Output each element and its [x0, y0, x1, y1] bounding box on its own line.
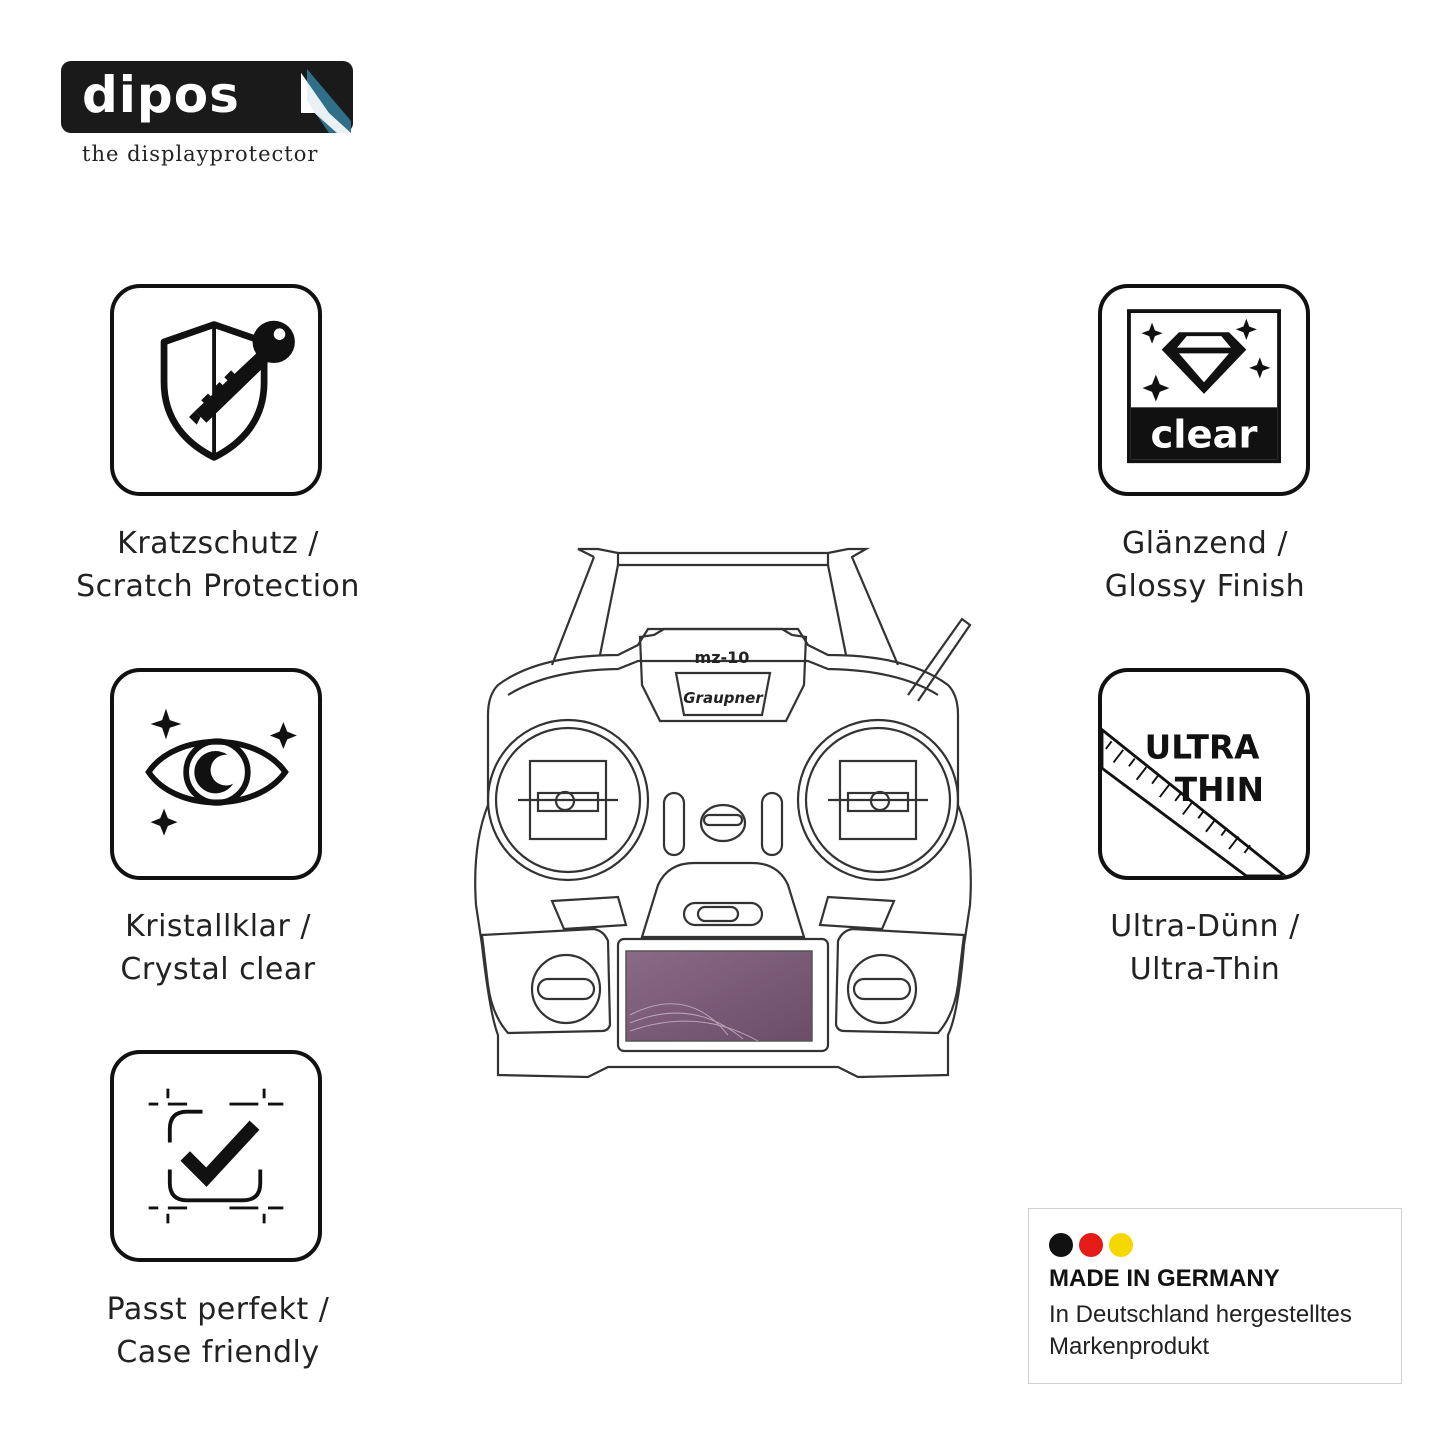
device-maker: Graupner — [683, 689, 764, 707]
thin-badge-text: THIN — [1175, 771, 1264, 809]
germany-title: MADE IN GERMANY — [1049, 1265, 1280, 1292]
feature-label-crystal: Kristallklar / Crystal clear — [120, 909, 316, 987]
ultra-badge-text: ULTRA — [1145, 729, 1260, 767]
flag-dot-gold — [1109, 1233, 1133, 1257]
eye-sparkle-icon — [110, 668, 322, 880]
transmitter-illustration: mz-10 Graupner — [468, 545, 978, 1085]
clear-badge-text: clear — [1150, 413, 1257, 458]
made-in-germany-badge: MADE IN GERMANY In Deutschland hergestel… — [1028, 1208, 1402, 1384]
feature-label-case: Passt perfekt / Case friendly — [106, 1292, 330, 1370]
frame-check-icon — [110, 1050, 322, 1262]
device-model: mz-10 — [695, 648, 750, 667]
flag-dot-black — [1049, 1233, 1073, 1257]
brand-tagline: the displayprotector — [82, 142, 319, 166]
feature-label-thin: Ultra-Dünn / Ultra-Thin — [1110, 909, 1300, 987]
feature-label-glossy: Glänzend / Glossy Finish — [1104, 526, 1306, 604]
device-screen — [625, 950, 813, 1042]
feature-label-scratch: Kratzschutz / Scratch Protection — [76, 526, 360, 604]
flag-dot-red — [1079, 1233, 1103, 1257]
shield-key-icon — [110, 284, 322, 496]
germany-subtitle: In Deutschland hergestelltes Markenprodu… — [1049, 1301, 1352, 1360]
brand-name: dipos — [82, 66, 240, 124]
diamond-clear-icon: clear — [1098, 284, 1310, 496]
ultra-thin-icon: ULTRA THIN — [1098, 668, 1310, 880]
brand-logo — [61, 61, 353, 133]
